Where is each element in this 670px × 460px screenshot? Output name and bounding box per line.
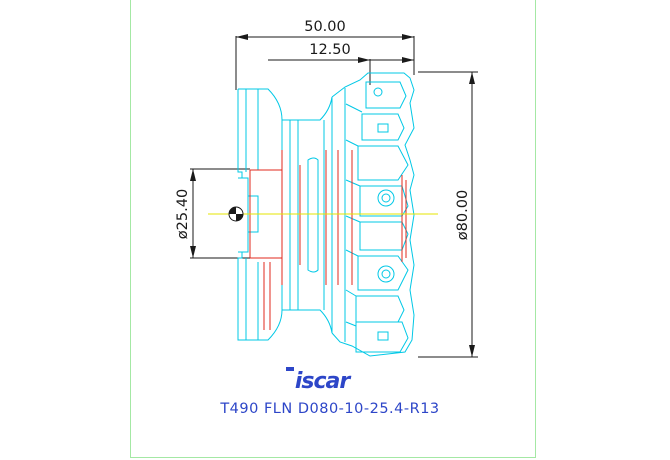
dimension-lines: [190, 36, 478, 358]
dimension-arrows: [190, 34, 475, 357]
tool-body-outline: [237, 72, 415, 357]
overall-length-label: 50.00: [304, 19, 346, 35]
logo-text: iscar: [295, 369, 352, 394]
cutter-diameter-label: ø80.00: [455, 190, 471, 240]
cutting-depth-label: 12.50: [309, 42, 351, 58]
bore-diameter-label: ø25.40: [175, 189, 191, 239]
hidden-lines: [249, 150, 407, 330]
sheet-frame: [130, 0, 536, 458]
center-mark-icon: [228, 206, 244, 222]
part-designation: T490 FLN D080-10-25.4-R13: [219, 401, 439, 417]
iscar-logo: iscar: [286, 367, 352, 394]
